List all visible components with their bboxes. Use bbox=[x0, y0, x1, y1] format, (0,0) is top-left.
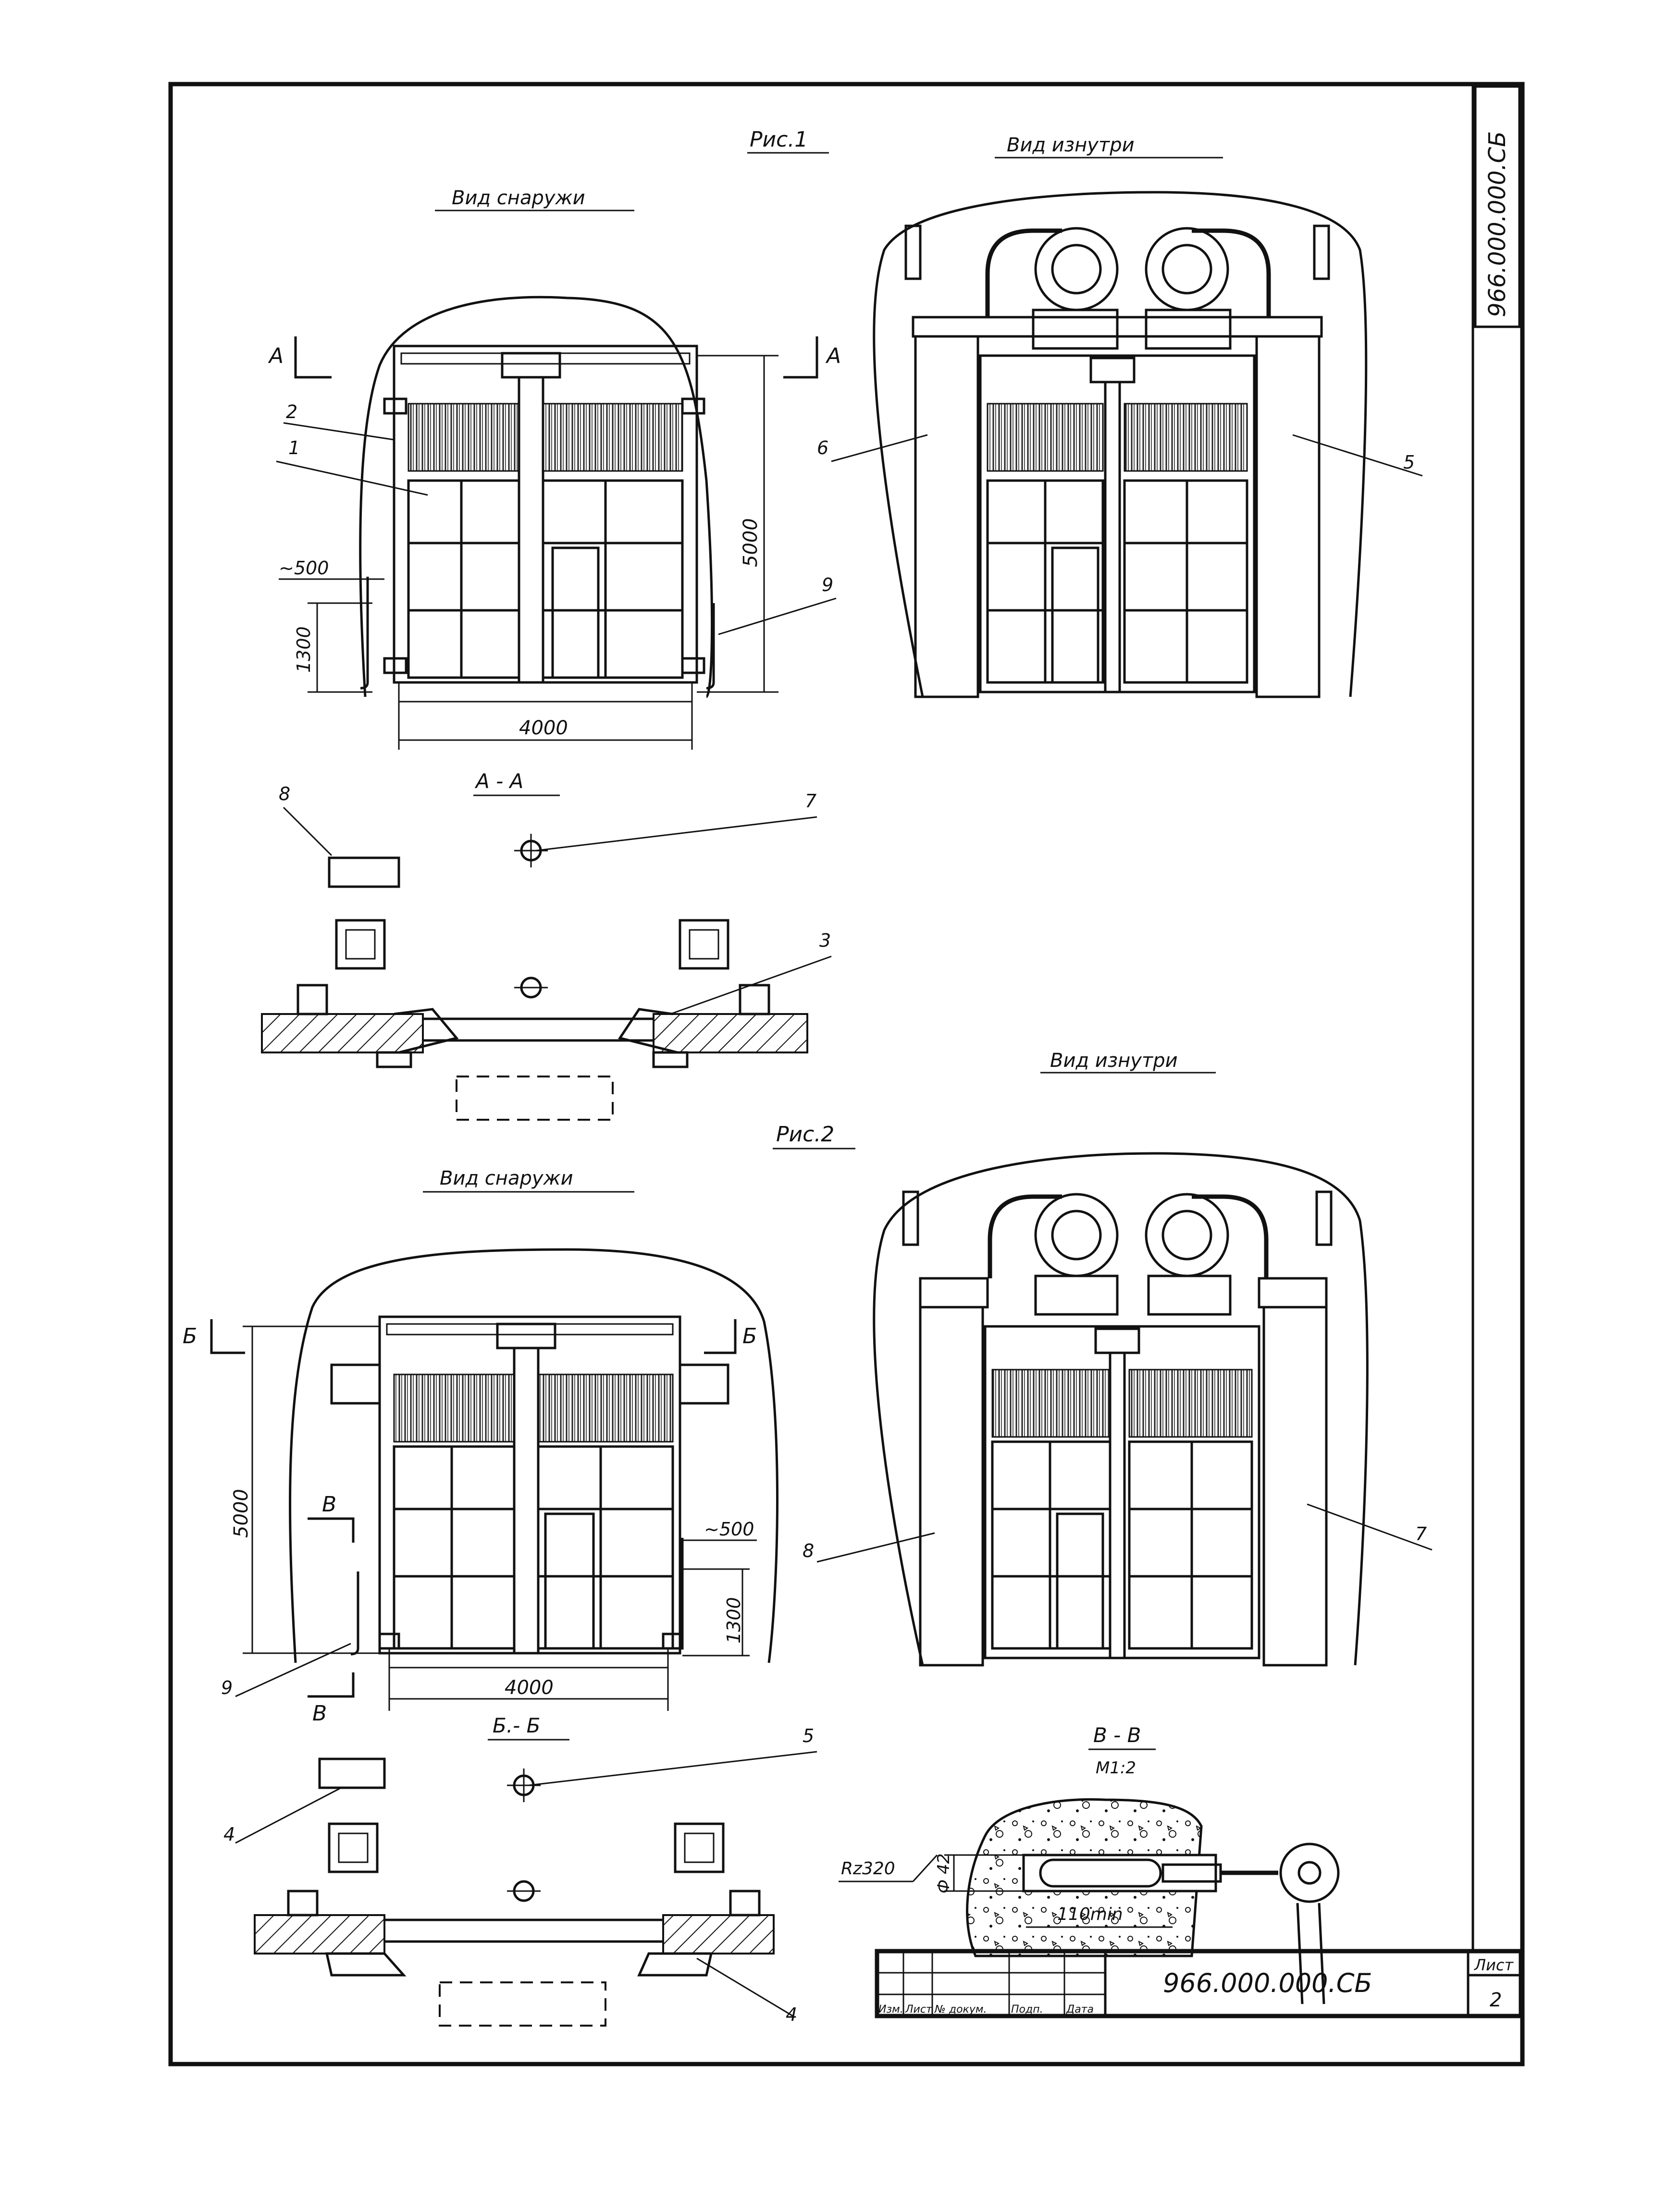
fig2-dim-width: 4000 bbox=[505, 1677, 554, 1699]
fig1-outside-view: Рис.1 Вид снаружи А А bbox=[268, 127, 841, 750]
fig2-outside-view: Рис.2 Вид снаружи Б Б bbox=[183, 1122, 855, 1726]
title-col-date: Дата bbox=[1066, 2004, 1094, 2016]
fig1-dim-height: 5000 bbox=[740, 518, 762, 567]
side-code-box: 966.000.000.СБ bbox=[1474, 85, 1521, 328]
fig1-dim-width: 4000 bbox=[519, 717, 568, 739]
detail-v-v: В - В М1:2 Ф 42 Rz320 110min bbox=[839, 1723, 1340, 2004]
fig1-inside-view: Вид изнутри 6 5 bbox=[817, 134, 1423, 698]
fig1-callout-1: 1 bbox=[288, 437, 300, 458]
fig2-outside-title: Вид снаружи bbox=[440, 1167, 573, 1189]
fig1-outside-title: Вид снаружи bbox=[452, 187, 585, 209]
section-a-a: А - А 8 7 3 bbox=[261, 769, 832, 1121]
detail-title: В - В bbox=[1093, 1723, 1141, 1747]
fig1-callout-6: 6 bbox=[817, 437, 828, 458]
fig1-dim-1300: 1300 bbox=[293, 626, 314, 673]
title-col-sign: Подп. bbox=[1011, 2004, 1043, 2016]
fig1-inside-title: Вид изнутри bbox=[1007, 134, 1135, 156]
fig1-section-mark-left: А bbox=[268, 344, 284, 368]
fig1-dim-500: ~500 bbox=[279, 557, 329, 579]
fig1-section-mark-right: А bbox=[825, 344, 841, 368]
fig1-callout-2: 2 bbox=[286, 401, 297, 422]
title-block: Изм. Лист № докум. Подп. Дата 966.000.00… bbox=[875, 1949, 1523, 2018]
title-col-list: Лист bbox=[905, 2004, 933, 2016]
sheet-frame bbox=[168, 82, 1525, 2066]
fig2-dim-1300: 1300 bbox=[723, 1597, 744, 1644]
fig2-dim-height: 5000 bbox=[230, 1489, 252, 1538]
fig1-callout-3: 3 bbox=[819, 930, 831, 951]
fig2-inside-title: Вид изнутри bbox=[1050, 1050, 1178, 1072]
fig1-callout-8: 8 bbox=[279, 783, 290, 804]
detail-min-len: 110min bbox=[1057, 1905, 1123, 1924]
fig1-callout-9: 9 bbox=[822, 574, 833, 595]
fig2-callout-5: 7 bbox=[1415, 1523, 1427, 1545]
title-sheet-number: 2 bbox=[1490, 1989, 1502, 2011]
fig2-caption: Рис.2 bbox=[776, 1122, 834, 1147]
fig2-section-mark-left: Б bbox=[183, 1324, 197, 1348]
fig1-callout-7: 7 bbox=[805, 791, 816, 812]
fig2-inside-view: Вид изнутри 8 7 bbox=[803, 1050, 1433, 1667]
title-doc-code: 966.000.000.СБ bbox=[1163, 1968, 1372, 1998]
title-sheet-label: Лист bbox=[1474, 1956, 1514, 1974]
fig2-callout-7: 5 bbox=[803, 1725, 814, 1746]
fig2-dim-500: ~500 bbox=[704, 1519, 754, 1540]
detail-dia: Ф 42 bbox=[934, 1854, 953, 1893]
fig2-detail-mark-bottom: В bbox=[312, 1701, 327, 1726]
fig1-section-title: А - А bbox=[474, 769, 523, 793]
fig2-section-title: Б.- Б bbox=[493, 1714, 540, 1737]
fig2-section-mark-right: Б bbox=[742, 1324, 757, 1348]
detail-scale: М1:2 bbox=[1096, 1758, 1136, 1778]
fig2-detail-mark-top: В bbox=[322, 1492, 336, 1517]
fig1-callout-5: 5 bbox=[1403, 452, 1415, 473]
title-col-doc: № докум. bbox=[934, 2004, 987, 2016]
section-b-b: Б.- Б 4 5 4 bbox=[223, 1714, 817, 2027]
fig2-callout-9: 9 bbox=[221, 1677, 233, 1698]
fig2-callout-8: 4 bbox=[223, 1824, 235, 1845]
fig1-caption: Рис.1 bbox=[750, 127, 808, 152]
title-col-izm: Изм. bbox=[878, 2004, 903, 2016]
detail-rough: Rz320 bbox=[841, 1859, 895, 1879]
side-code-text: 966.000.000.СБ bbox=[1484, 131, 1511, 317]
fig2-callout-6: 8 bbox=[803, 1540, 814, 1561]
